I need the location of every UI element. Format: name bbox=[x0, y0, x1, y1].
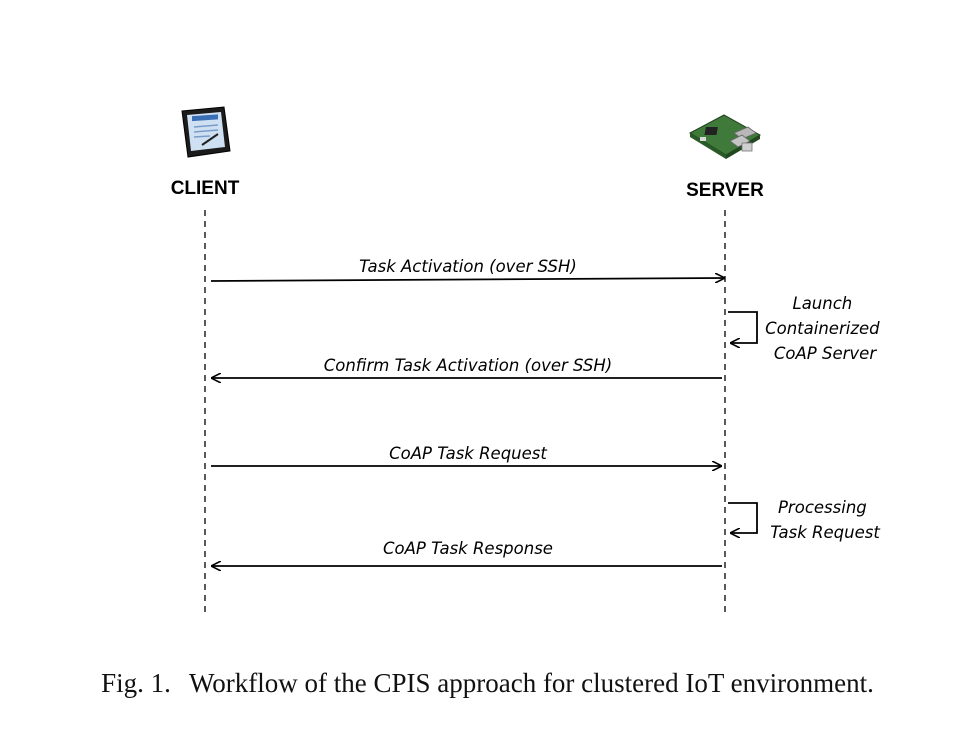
figure-caption-text: Workflow of the CPIS approach for cluste… bbox=[188, 668, 874, 698]
self-arrow-launch bbox=[728, 311, 758, 343]
message-arrow-task-activation bbox=[210, 278, 724, 281]
figure-caption: Fig. 1. Workflow of the CPIS approach for… bbox=[0, 668, 975, 699]
self-arrow-processing bbox=[728, 502, 758, 533]
message-label-task-activation: Task Activation (over SSH) bbox=[359, 257, 577, 276]
client-label: CLIENT bbox=[171, 178, 240, 199]
self-note-launch: Launch Containerized CoAP Server bbox=[765, 294, 885, 363]
message-label-coap-task-response: CoAP Task Response bbox=[383, 539, 553, 558]
server-label: SERVER bbox=[686, 180, 764, 201]
figure-number: Fig. 1. bbox=[101, 668, 171, 698]
self-note-processing: Processing Task Request bbox=[770, 498, 880, 542]
raspberry-pi-board-icon bbox=[688, 114, 762, 159]
message-label-coap-task-request: CoAP Task Request bbox=[389, 444, 547, 463]
tablet-icon bbox=[181, 106, 231, 158]
message-label-confirm-task-activation: Confirm Task Activation (over SSH) bbox=[324, 356, 613, 375]
